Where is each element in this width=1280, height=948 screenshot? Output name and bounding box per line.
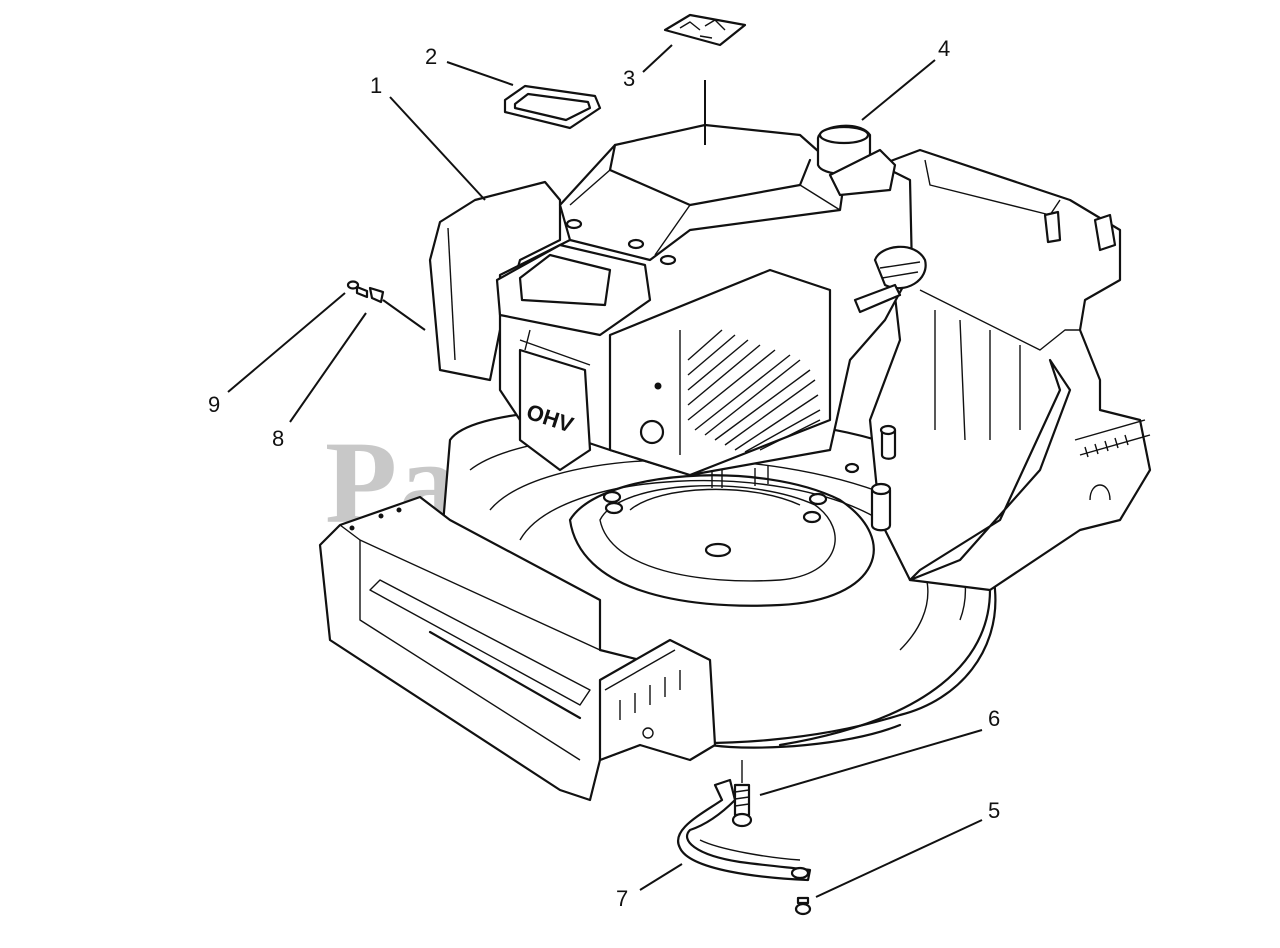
callout-numbers: 1 2 3 4 5 6 7 8 9 (208, 36, 1000, 911)
callout-7: 7 (616, 886, 628, 911)
decal-part-3 (663, 13, 747, 47)
leader-9 (227, 292, 346, 393)
callout-1: 1 (370, 73, 382, 98)
leader-8 (289, 312, 367, 423)
leader-7 (639, 863, 683, 891)
callout-4: 4 (938, 36, 950, 61)
leader-8-9-shroud (382, 299, 426, 331)
leader-lines (227, 44, 983, 898)
callout-9: 9 (208, 392, 220, 417)
callout-8: 8 (272, 426, 284, 451)
bracket-part-7 (676, 778, 812, 882)
callout-3: 3 (623, 66, 635, 91)
leader-4 (861, 59, 936, 121)
mower-deck (318, 148, 1152, 802)
clip-and-screw-part-8-9 (346, 280, 385, 304)
bolt-part-6 (731, 760, 753, 828)
callout-5: 5 (988, 798, 1000, 823)
leader-5 (815, 819, 983, 898)
leader-3 (642, 44, 673, 73)
leader-1 (389, 96, 486, 201)
leader-6 (759, 729, 983, 796)
screw-part-5 (794, 896, 812, 916)
gasket-part-2 (503, 84, 602, 130)
leader-2 (446, 61, 514, 86)
engine: OHV (428, 123, 927, 488)
callout-6: 6 (988, 706, 1000, 731)
callout-2: 2 (425, 44, 437, 69)
